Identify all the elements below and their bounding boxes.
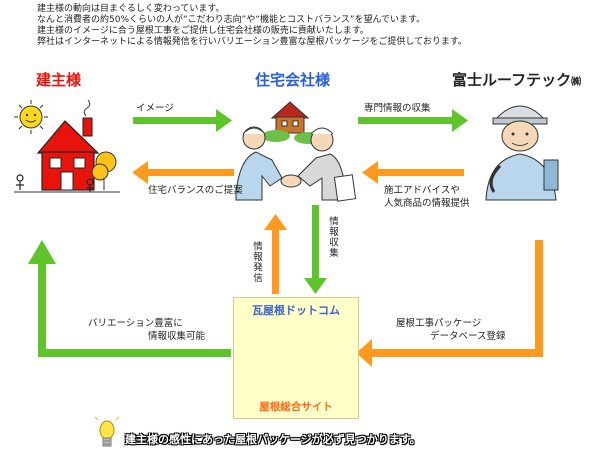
portal-title: 瓦屋根ドットコム (252, 304, 340, 317)
portal-site-box[interactable]: 瓦屋根ドットコム 屋根総合サイト (233, 297, 359, 419)
arrow-builder-to-portal (312, 205, 319, 280)
worker-illustration (485, 105, 559, 201)
label-variation-2: 情報収集可能 (148, 331, 206, 342)
arrow-fuji-to-builder (376, 169, 464, 176)
label-package-1: 屋根工事パッケージ (396, 318, 482, 329)
label-variation: バリエーション豊富に 情報収集可能 (88, 317, 205, 343)
intro-line-1: 建主様の動向は目まぐるしく変わっています。 (37, 4, 225, 14)
orange-arrows (132, 161, 543, 367)
intro-line-4: 弊社はインターネットによる情報発信を行いバリエーション豊富な屋根パッケージをご提… (37, 37, 467, 47)
label-construction-advice: 施工アドバイスや 人気商品の情報提供 (384, 184, 470, 210)
arrow-portal-to-owner (28, 240, 231, 357)
footer-message: 建主様の感性にあった屋根パッケージが必ず見つかります。 (125, 433, 421, 446)
label-balance-proposal: 住宅バランスのご提案 (148, 185, 243, 196)
label-info-collect: 情報収集 (327, 216, 338, 258)
label-variation-1: バリエーション豊富に (88, 318, 183, 329)
label-construction-advice-1: 施工アドバイスや (384, 185, 460, 196)
arrow-portal-to-builder (272, 228, 279, 294)
owner-heading: 建主様 (36, 71, 82, 89)
arrow-fuji-to-portal (356, 240, 543, 367)
intro-line-2: なんと消費者の約50%くらいの人が“こだわり志向”や“機能とコストバランス”を望… (37, 15, 426, 25)
label-package: 屋根工事パッケージ データベース登録 (396, 317, 506, 343)
label-image: イメージ (136, 103, 174, 114)
green-arrows (28, 109, 468, 357)
fuji-name: 富士ルーフテック (452, 71, 572, 89)
label-construction-advice-2: 人気商品の情報提供 (384, 198, 470, 209)
sun-icon (14, 100, 48, 134)
label-info-send: 情報発信 (251, 241, 262, 283)
lightbulb-icon (94, 416, 120, 447)
house-illustration (14, 99, 120, 193)
builder-heading: 住宅会社様 (255, 71, 331, 89)
label-expert-collect: 専門情報の収集 (364, 103, 431, 114)
intro-text: 建主様の動向は目まぐるしく変わっています。 なんと消費者の約50%くらいの人が“… (37, 4, 587, 48)
handshake-illustration (235, 101, 357, 202)
fuji-suffix: ㈱ (571, 77, 582, 88)
arrow-builder-to-owner (146, 169, 234, 176)
arrow-owner-to-builder (133, 117, 218, 124)
fuji-heading: 富士ルーフテック㈱ (452, 69, 581, 90)
label-package-2: データベース登録 (430, 331, 506, 342)
intro-line-3: 建主様のイメージに合う屋根工事をご提供し住宅会社様の販売に貢献いたします。 (37, 26, 369, 36)
arrow-builder-to-fuji (358, 117, 454, 124)
portal-subtitle: 屋根総合サイト (259, 401, 333, 413)
